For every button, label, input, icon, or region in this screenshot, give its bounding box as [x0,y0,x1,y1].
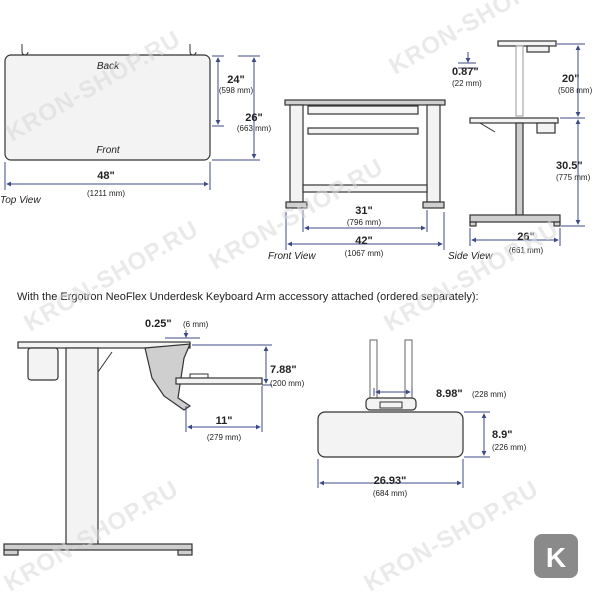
reach-mm: (279 mm) [207,433,242,442]
drop-inches: 7.88" [270,364,297,376]
back-label: Back [97,61,120,72]
stroke-mm: (508 mm) [558,86,593,95]
base-kb [3,543,193,551]
column-raised [515,45,524,117]
watermark: KRON-SHOP.RU [20,215,204,337]
stroke-inches: 20" [562,73,579,85]
keyboard-arm [144,343,192,411]
foot-right [422,201,445,209]
depth-total-inches: 26" [245,112,262,124]
side-view: 0.87" (22 mm) 20" (508 mm) 30.5" (775 mm… [448,40,593,262]
mount-bracket [365,397,417,411]
keyboard-tray-front [317,411,464,458]
keyboard-tray-side [175,377,263,385]
base-width-inches: 42" [355,235,372,247]
desktop-front [284,99,446,106]
min-height-mm: (775 mm) [556,173,591,182]
k-badge-letter: K [546,542,566,573]
depth-mm: (598 mm) [219,86,254,95]
tray-width-inches: 26.93" [374,475,407,487]
mount-hook-left [21,44,29,56]
mount-width-inches: 8.98" [436,388,463,400]
thickness-inches: 0.87" [452,66,479,78]
offset-inches: 0.25" [145,318,172,330]
front-view-caption: Front View [268,251,316,262]
tray-width-mm: (684 mm) [373,489,408,498]
foot-left [285,201,308,209]
column [515,122,524,216]
inner-width-inches: 31" [355,205,372,217]
column-front-right [404,339,413,401]
drop-mm: (200 mm) [270,379,305,388]
depth-total-mm: (663 mm) [237,124,272,133]
offset-mm: (6 mm) [183,320,209,329]
desktop-outline-top [4,54,211,161]
width-inches: 48" [97,170,114,182]
watermark: KRON-SHOP.RU [380,215,564,337]
foot-depth-inches: 26" [517,231,534,243]
foot-depth-mm: (661 mm) [509,246,544,255]
tray-depth-mm: (226 mm) [492,443,527,452]
min-height-inches: 30.5" [556,160,583,172]
leg-right [426,104,441,203]
mount-hook-right [189,44,197,56]
front-label: Front [96,145,121,156]
width-mm: (1211 mm) [87,189,125,198]
top-view-caption: Top View [0,195,41,206]
keyboard-side-view: 0.25" (6 mm) 7.88" (200 mm) 11" (279 mm) [3,318,305,556]
keyboard-front-view: 8.98" (228 mm) 8.9" (226 mm) 26.93" (684… [317,339,527,498]
tray-depth-inches: 8.9" [492,429,513,441]
leg-left [289,104,304,203]
accessory-note: With the Ergotron NeoFlex Underdesk Keyb… [17,291,479,303]
front-view: 31" (796 mm) 42" (1067 mm) Front View [268,99,446,262]
desktop-lowered [469,117,559,124]
inner-width-mm: (796 mm) [347,218,382,227]
side-foot [469,214,561,223]
k-badge: K [534,534,578,578]
mount-width-mm: (228 mm) [472,390,507,399]
top-view: Back Front 24" (598 mm) 26" (663 mm) 48"… [0,44,271,206]
desktop-raised [497,40,557,47]
side-view-caption: Side View [448,251,493,262]
column-kb [65,347,99,549]
thickness-mm: (22 mm) [452,79,482,88]
base-width-mm: (1067 mm) [345,249,384,258]
depth-inches: 24" [227,74,244,86]
reach-inches: 11" [216,415,233,427]
